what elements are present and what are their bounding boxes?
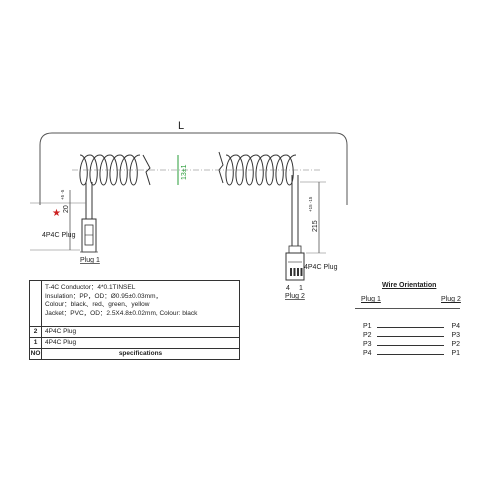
header-no: NO xyxy=(29,348,42,360)
plug2-pin-right: 1 xyxy=(299,285,303,292)
table-header-row: NO specifications xyxy=(29,348,240,360)
plug1-side-label: 4P4C Plug xyxy=(42,232,76,239)
coil-loop xyxy=(255,154,267,186)
left-dim-value: 20 xyxy=(63,205,70,213)
coil-loop xyxy=(265,154,277,186)
spec-line: Insulation：PP，OD：Ø0.95±0.03mm， xyxy=(45,292,162,300)
coil-loop xyxy=(235,154,247,186)
wire-row: P2 P3 xyxy=(363,332,460,341)
spec-line: Colour：black、red、green、yellow xyxy=(45,301,150,309)
wire-line xyxy=(377,336,444,337)
break-mark-left xyxy=(142,154,151,186)
wire-right: P3 xyxy=(451,332,460,339)
wire-row: P1 P4 xyxy=(363,323,460,332)
spec-table: T-4C Conductor：4*0.1TINSEL Insulation：PP… xyxy=(29,280,240,360)
wire-orientation-title: Wire Orientation xyxy=(382,282,437,289)
coil-right xyxy=(225,154,297,186)
spec-line: Jacket：PVC，OD：2.5X4.8±0.02mm, Colour: bl… xyxy=(45,309,198,317)
coil-loop xyxy=(99,154,111,186)
plug2-side-label: 4P4C Plug xyxy=(304,264,338,271)
wire-line xyxy=(377,327,444,328)
coil-diameter-label: 13±1 xyxy=(181,164,188,180)
wire-line xyxy=(377,354,444,355)
coil-loop xyxy=(275,154,287,186)
row-number: 2 xyxy=(29,326,42,338)
table-row: T-4C Conductor：4*0.1TINSEL Insulation：PP… xyxy=(29,280,240,327)
table-row: 2 4P4C Plug xyxy=(29,326,240,338)
left-dim-tol: +5 -5 xyxy=(60,189,65,200)
header-spec: specifications xyxy=(41,348,240,360)
coil-loop xyxy=(89,154,101,186)
coil-loop xyxy=(129,154,141,186)
wire-right: P4 xyxy=(451,323,460,330)
coil-loop xyxy=(225,154,237,186)
coil-loop xyxy=(79,154,91,186)
coil-loop xyxy=(109,154,121,186)
table-row: 1 4P4C Plug xyxy=(29,337,240,349)
right-dim-tol: +15 -15 xyxy=(308,196,313,212)
right-dim-value: 215 xyxy=(312,220,319,232)
row-number xyxy=(29,280,42,327)
wire-right: P2 xyxy=(451,341,460,348)
coil-left xyxy=(79,154,141,186)
wire-left: P4 xyxy=(363,350,372,357)
length-label: L xyxy=(178,120,184,132)
header-rule xyxy=(355,308,460,309)
row-number: 1 xyxy=(29,337,42,349)
wire-right: P1 xyxy=(451,350,460,357)
plug2-label: Plug 2 xyxy=(285,293,305,300)
row-spec: 4P4C Plug xyxy=(41,326,240,338)
coil-loop xyxy=(285,154,297,186)
plug1-body xyxy=(81,218,97,253)
plug1-label: Plug 1 xyxy=(80,257,100,264)
wire-left: P2 xyxy=(363,332,372,339)
plug2-pin-left: 4 xyxy=(286,285,290,292)
coil-loop xyxy=(245,154,257,186)
wire-row: P3 P2 xyxy=(363,341,460,350)
conductor-spec: T-4C Conductor：4*0.1TINSEL Insulation：PP… xyxy=(41,280,240,327)
plug2-contacts xyxy=(290,268,303,276)
spec-line: T-4C Conductor：4*0.1TINSEL xyxy=(45,284,136,291)
break-mark-right xyxy=(218,151,224,184)
plug2-header: Plug 2 xyxy=(441,296,461,303)
wire-line xyxy=(377,345,444,346)
wire-left: P1 xyxy=(363,323,372,330)
plug1-header: Plug 1 xyxy=(361,296,381,303)
row-spec: 4P4C Plug xyxy=(41,337,240,349)
wire-left: P3 xyxy=(363,341,372,348)
wire-row: P4 P1 xyxy=(363,350,460,359)
coil-loop xyxy=(119,154,131,186)
red-star-icon: ★ xyxy=(52,208,61,219)
length-dimension xyxy=(39,132,348,205)
